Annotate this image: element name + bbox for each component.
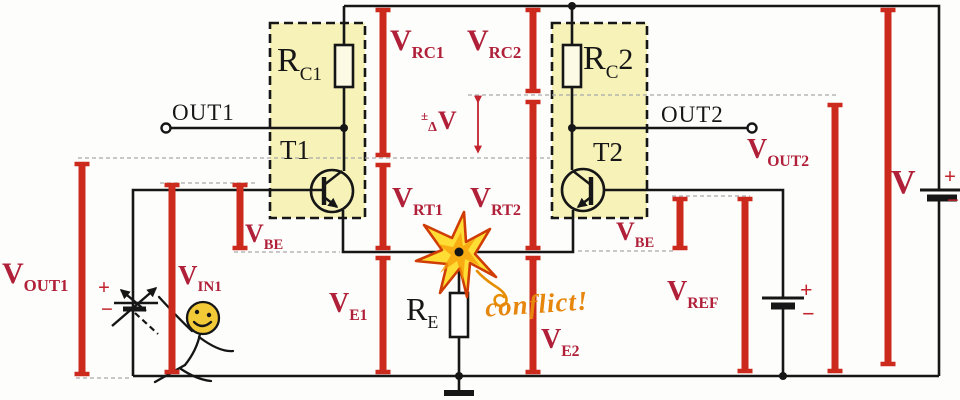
label-v-in1: VIN1 xyxy=(178,260,222,296)
label-v-out2: VOUT2 xyxy=(747,134,810,170)
ve1-bar xyxy=(375,255,391,375)
ref-plus-sign: + xyxy=(800,277,813,302)
label-out2: OUT2 xyxy=(661,102,724,127)
body xyxy=(183,332,202,367)
experimenter-figure xyxy=(153,295,235,384)
label-delta-v: ±ΔV xyxy=(421,106,457,135)
label-v-rt2: VRT2 xyxy=(470,182,522,219)
vbe-left-bar xyxy=(232,182,248,251)
label-v-rc1: VRC1 xyxy=(390,24,445,62)
label-out1: OUT1 xyxy=(172,100,235,125)
smiley-face xyxy=(185,300,221,336)
resistor-rc2 xyxy=(561,43,583,89)
transistor-t2 xyxy=(560,167,606,213)
label-v-be-left: VBE xyxy=(245,219,284,254)
label-rc2: RC2 xyxy=(583,40,634,83)
label-t1: T1 xyxy=(280,135,310,165)
voltage-bars-layer xyxy=(74,7,896,377)
right-arm xyxy=(197,335,235,353)
out1-terminal xyxy=(160,122,172,134)
label-rc1: RC1 xyxy=(277,42,322,85)
label-v-rc2: VRC2 xyxy=(467,24,522,62)
v-supply-bar xyxy=(880,7,896,367)
label-v-be-right: VBE xyxy=(616,217,655,252)
t2-base-reference-wire xyxy=(604,188,785,297)
vrt1-bar xyxy=(375,162,391,251)
vout1-bar xyxy=(74,161,90,377)
resistor-rc1 xyxy=(333,43,355,89)
reference-battery xyxy=(762,296,804,310)
out2-terminal xyxy=(746,122,758,134)
label-v-e1: VE1 xyxy=(329,288,368,324)
label-v-out1: VOUT1 xyxy=(2,257,69,295)
label-conflict: conflict! xyxy=(484,285,590,323)
source-minus-sign: − xyxy=(101,297,113,321)
vrc1-bar xyxy=(375,7,391,158)
ref-minus-sign: − xyxy=(802,301,815,326)
label-v-e2: VE2 xyxy=(541,324,580,360)
adjust-dashed-line xyxy=(134,312,159,335)
supply-battery xyxy=(920,188,960,202)
ground-symbol xyxy=(444,390,474,396)
t2-emitter-wire xyxy=(459,210,575,254)
adjust-arrow xyxy=(119,289,147,312)
label-v-rt1: VRT1 xyxy=(392,182,444,219)
resistor-re xyxy=(448,291,470,339)
junction-dots xyxy=(340,2,787,380)
label-re: RE xyxy=(406,291,439,333)
label-t2: T2 xyxy=(593,137,623,167)
label-v-supply: V xyxy=(891,164,916,201)
vout2-bar xyxy=(827,102,843,374)
spark-tail xyxy=(475,269,508,308)
supply-minus-sign: − xyxy=(947,188,959,212)
t1-base-wire xyxy=(131,188,322,376)
circuit-wires xyxy=(131,4,941,391)
vin1-bar xyxy=(164,182,180,375)
supply-plus-sign: + xyxy=(944,164,956,188)
vref-bar xyxy=(737,196,753,374)
t1-emitter-wire xyxy=(341,210,459,254)
label-v-ref: VREF xyxy=(667,276,719,312)
vbe-right-bar xyxy=(672,196,688,251)
variable-input-source xyxy=(111,287,159,335)
transistor-t1 xyxy=(309,168,355,214)
right-leg xyxy=(179,367,213,383)
vrc2-bar xyxy=(525,7,541,94)
source-plus-sign: + xyxy=(98,275,110,299)
variable-arrow xyxy=(111,287,158,327)
ve2-bar xyxy=(525,255,541,375)
top-supply-rail xyxy=(344,4,941,189)
vrt2-bar xyxy=(525,99,541,251)
